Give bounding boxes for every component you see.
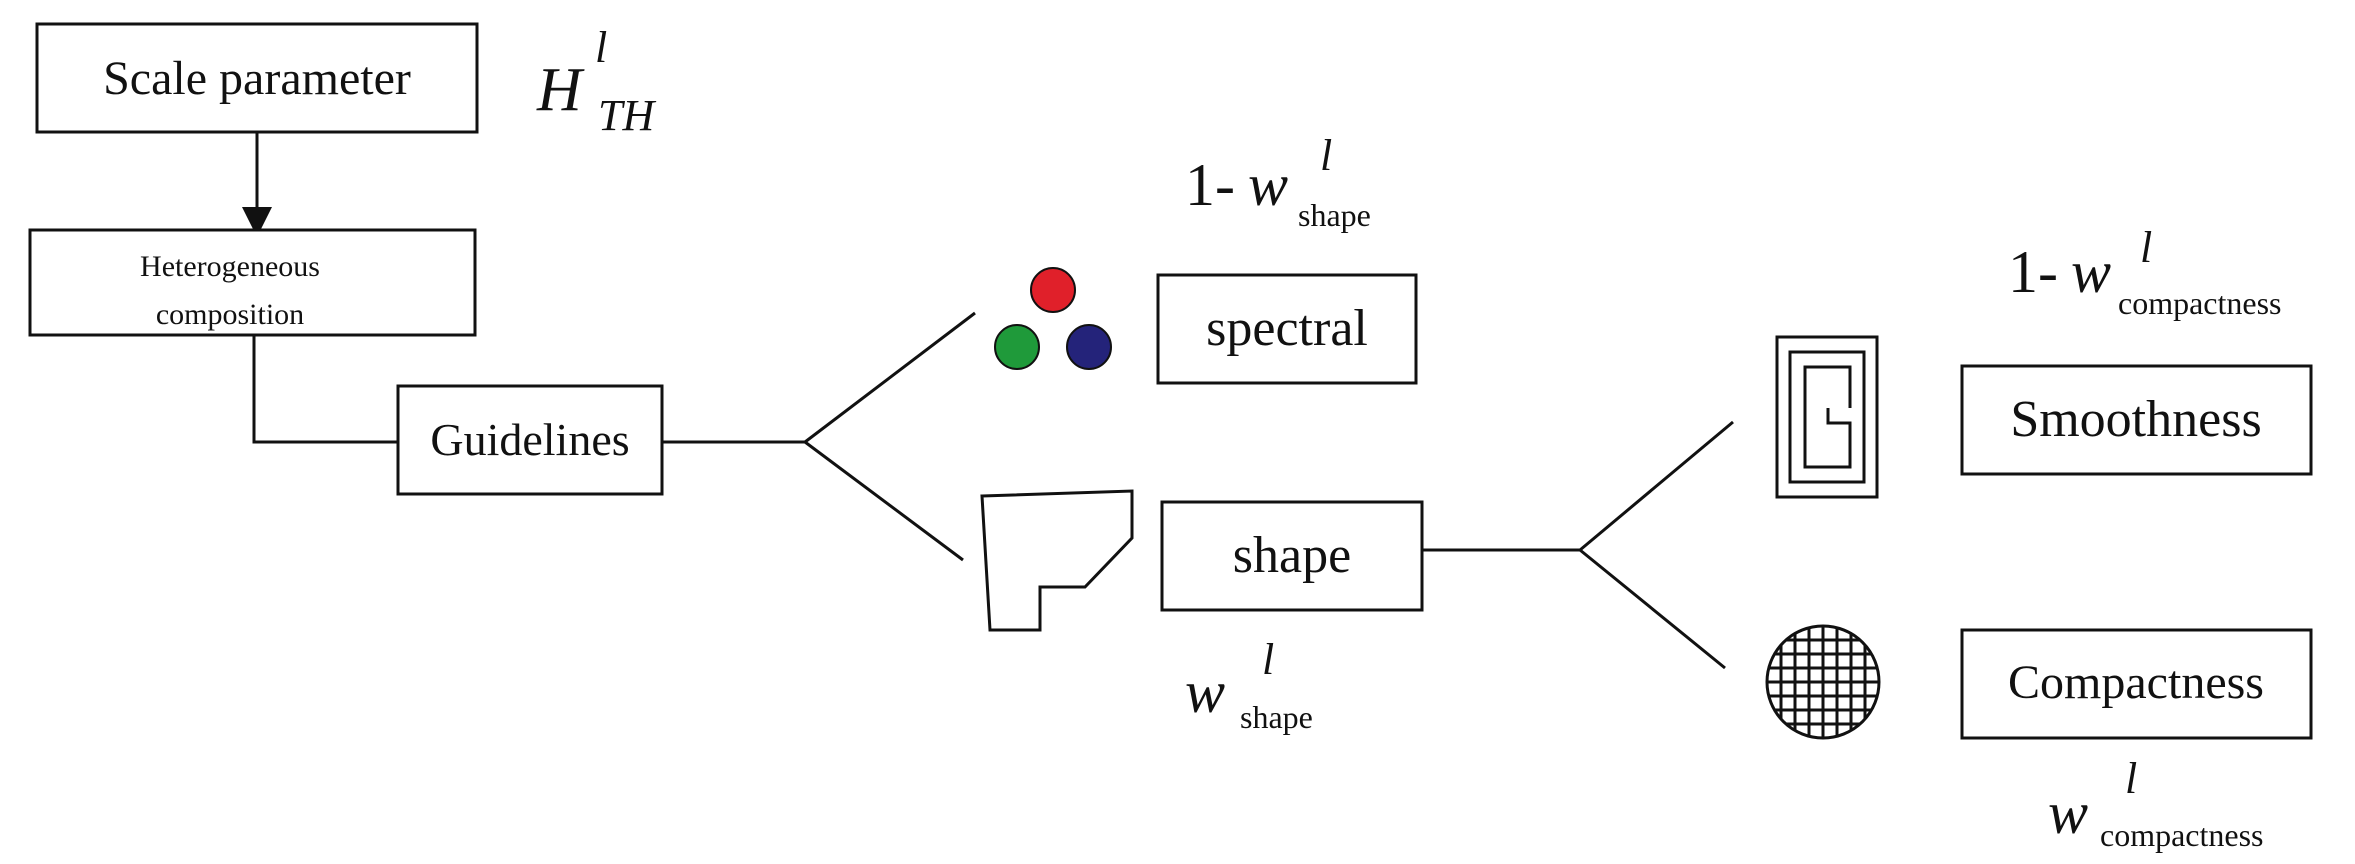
grid-circle-compactness-icon (1765, 624, 1881, 740)
guidelines-label: Guidelines (430, 414, 629, 465)
compactness-weight-sub: compactness (2100, 817, 2264, 853)
h-th-base: H (536, 56, 585, 124)
smoothness-weight-sup: l (2140, 223, 2152, 272)
spectral-weight-sup: l (1320, 131, 1332, 180)
shape-node: shape (1160, 500, 1424, 612)
spectral-weight-formula: 1- w l shape (1185, 131, 1371, 233)
compactness-weight-formula: w l compactness (2048, 754, 2264, 853)
spectral-weight-sub: shape (1298, 197, 1371, 233)
smoothness-weight-prefix: 1- (2008, 239, 2058, 305)
compactness-node: Compactness (1960, 628, 2313, 740)
smoothness-weight-base: w (2071, 239, 2111, 305)
h-th-formula: H l TH (536, 23, 656, 140)
shape-label: shape (1233, 527, 1351, 584)
scale-parameter-node: Scale parameter (35, 22, 479, 134)
scale-parameter-label: Scale parameter (103, 52, 411, 105)
shape-weight-sub: shape (1240, 699, 1313, 735)
spectral-node: spectral (1156, 273, 1418, 385)
smoothness-weight-sub: compactness (2118, 285, 2282, 321)
compactness-label: Compactness (2008, 656, 2264, 709)
compactness-weight-base: w (2048, 780, 2088, 846)
shape-fork (1422, 420, 1734, 670)
compactness-weight-sup: l (2125, 754, 2137, 803)
spectral-label: spectral (1206, 300, 1368, 357)
smoothness-node: Smoothness (1960, 364, 2313, 476)
polygon-shape-icon (980, 489, 1134, 632)
spectral-dots-icon (994, 267, 1112, 370)
shape-weight-base: w (1185, 659, 1225, 725)
shape-weight-formula: w l shape (1185, 635, 1313, 735)
heterogeneous-composition-node: Heterogeneous composition (28, 228, 477, 337)
heterogeneous-label-line2: composition (156, 298, 304, 331)
smoothness-label: Smoothness (2010, 391, 2261, 448)
h-th-sub: TH (598, 91, 656, 140)
spectral-weight-prefix: 1- (1185, 152, 1235, 218)
spectral-weight-base: w (1248, 152, 1288, 218)
heterogeneous-label-line1: Heterogeneous (140, 250, 320, 283)
h-th-sup: l (595, 23, 607, 72)
smoothness-weight-formula: 1- w l compactness (2008, 223, 2282, 321)
guidelines-node: Guidelines (396, 384, 664, 496)
heterogeneous-to-guidelines-connector (252, 335, 398, 444)
guidelines-fork (662, 311, 976, 562)
shape-weight-sup: l (1262, 635, 1274, 684)
maze-smoothness-icon (1775, 335, 1879, 499)
